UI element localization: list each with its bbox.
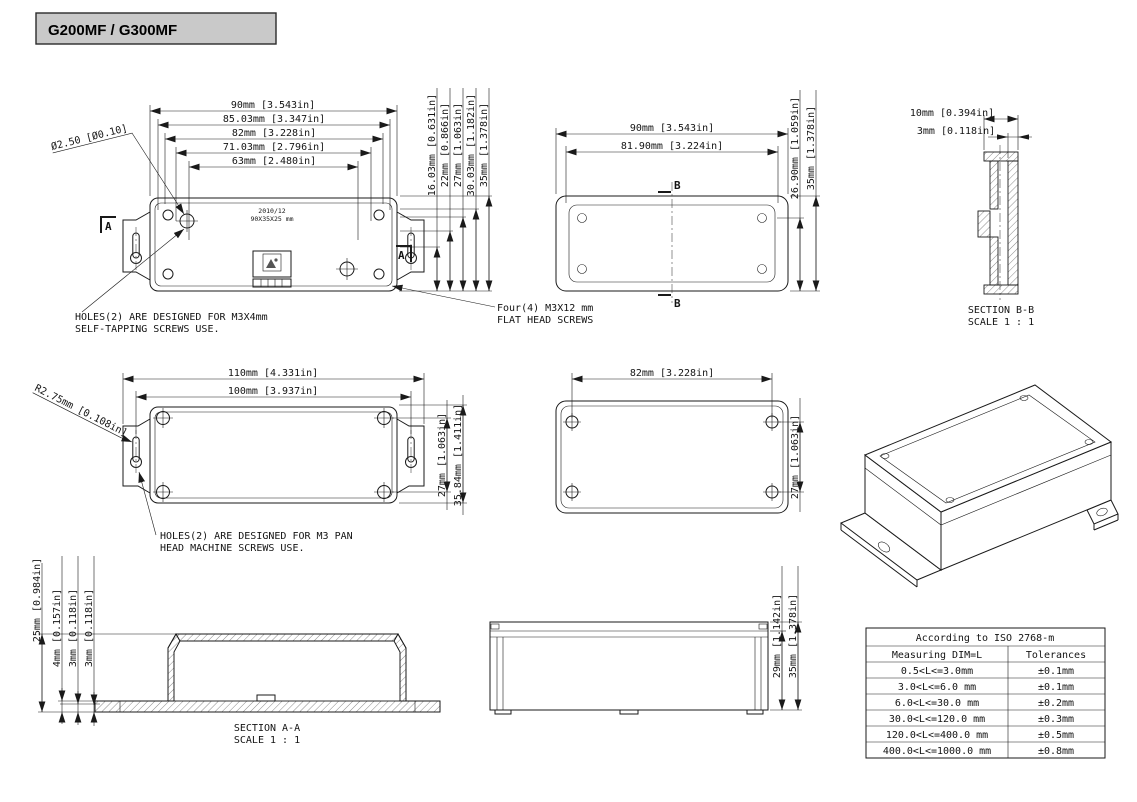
section-aa-view: 25mm [0.984in] 4mm [0.157in] 3mm [0.118i… — [32, 556, 441, 746]
section-a-label-right: A — [398, 249, 405, 262]
svg-text:30.0<L<=120.0 mm: 30.0<L<=120.0 mm — [889, 714, 985, 725]
svg-text:120.0<L<=400.0 mm: 120.0<L<=400.0 mm — [886, 730, 988, 741]
section-b-label-bottom: B — [674, 297, 681, 310]
svg-text:71.03mm [2.796in]: 71.03mm [2.796in] — [223, 142, 325, 153]
svg-text:35.84mm [1.411in]: 35.84mm [1.411in] — [453, 404, 464, 506]
svg-text:85.03mm [3.347in]: 85.03mm [3.347in] — [223, 114, 325, 125]
svg-text:81.90mm [3.224in]: 81.90mm [3.224in] — [621, 141, 723, 152]
date-stamp: 2010/12 — [258, 207, 285, 215]
front-view-geometry — [122, 197, 425, 292]
svg-text:R2.75mm [0.108in]: R2.75mm [0.108in] — [33, 383, 129, 439]
page-title: G200MF / G300MF — [48, 22, 177, 39]
top-view-geometry — [555, 182, 789, 303]
svg-text:35mm [1.378in]: 35mm [1.378in] — [479, 103, 490, 187]
table-header-measuring: Measuring DIM=L — [892, 650, 982, 661]
section-a-label-left: A — [105, 220, 112, 233]
svg-text:±0.5mm: ±0.5mm — [1038, 730, 1074, 741]
front-view-v-dims: 16.03mm [0.631in] 22mm [0.866in] 27mm [1… — [399, 88, 493, 292]
table-row: 400.0<L<=1000.0 mm ±0.8mm — [883, 746, 1074, 757]
svg-text:25mm [0.984in]: 25mm [0.984in] — [32, 558, 43, 642]
table-row: 30.0<L<=120.0 mm ±0.3mm — [889, 714, 1074, 725]
svg-text:100mm [3.937in]: 100mm [3.937in] — [228, 386, 318, 397]
bottom-view: 110mm [4.331in] 100mm [3.937in] 27mm [1.… — [32, 368, 467, 554]
svg-text:16.03mm [0.631in]: 16.03mm [0.631in] — [427, 94, 438, 196]
svg-text:4mm [0.157in]: 4mm [0.157in] — [52, 589, 63, 667]
svg-text:27mm [1.063in]: 27mm [1.063in] — [790, 415, 801, 499]
svg-text:0.5<L<=3.0mm: 0.5<L<=3.0mm — [901, 666, 973, 677]
section-a-markers: A A — [100, 216, 412, 262]
svg-text:27mm [1.063in]: 27mm [1.063in] — [453, 103, 464, 187]
section-bb-view: 10mm [0.394in] 3mm [0.118in] SECTION B-B… — [910, 108, 1034, 328]
svg-text:±0.1mm: ±0.1mm — [1038, 682, 1074, 693]
svg-text:10mm [0.394in]: 10mm [0.394in] — [910, 108, 994, 119]
isometric-view — [840, 384, 1119, 588]
svg-text:Ø2.50 [Ø0.10]: Ø2.50 [Ø0.10] — [50, 122, 129, 153]
svg-text:400.0<L<=1000.0 mm: 400.0<L<=1000.0 mm — [883, 746, 991, 757]
section-aa-caption: SECTION A-A — [234, 723, 300, 734]
svg-text:6.0<L<=30.0 mm: 6.0<L<=30.0 mm — [895, 698, 979, 709]
svg-text:3mm [0.118in]: 3mm [0.118in] — [917, 126, 995, 137]
svg-text:±0.2mm: ±0.2mm — [1038, 698, 1074, 709]
table-header-tolerances: Tolerances — [1026, 650, 1086, 661]
table-row: 0.5<L<=3.0mm ±0.1mm — [901, 666, 1074, 677]
svg-text:35mm [1.378in]: 35mm [1.378in] — [788, 594, 799, 678]
top-view-dims: 90mm [3.543in] 81.90mm [3.224in] 26.90mm… — [555, 90, 820, 292]
front-view-h-dims: 90mm [3.543in] 85.03mm [3.347in] 82mm [3… — [149, 100, 398, 240]
table-title: According to ISO 2768-m — [916, 633, 1054, 644]
note-pan-head-line1: HOLES(2) ARE DESIGNED FOR M3 PAN — [160, 531, 353, 542]
note-self-tapping-line1: HOLES(2) ARE DESIGNED FOR M3X4mm — [75, 312, 268, 323]
svg-text:3mm [0.118in]: 3mm [0.118in] — [68, 589, 79, 667]
size-stamp: 90X35X25 mm — [250, 215, 293, 223]
section-aa-geometry — [94, 633, 441, 713]
svg-text:±0.8mm: ±0.8mm — [1038, 746, 1074, 757]
base-view-dims: 82mm [3.228in] 27mm [1.063in] — [571, 368, 804, 512]
svg-text:82mm [3.228in]: 82mm [3.228in] — [630, 368, 714, 379]
section-b-markers: B B — [658, 179, 681, 310]
svg-text:±0.1mm: ±0.1mm — [1038, 666, 1074, 677]
svg-text:30.03mm [1.182in]: 30.03mm [1.182in] — [466, 94, 477, 196]
section-aa-dims: 25mm [0.984in] 4mm [0.157in] 3mm [0.118i… — [32, 556, 176, 726]
svg-text:82mm [3.228in]: 82mm [3.228in] — [232, 128, 316, 139]
svg-text:90mm [3.543in]: 90mm [3.543in] — [231, 100, 315, 111]
svg-text:63mm [2.480in]: 63mm [2.480in] — [232, 156, 316, 167]
top-view: B B 90mm [3.543in] 81.90mm [3.224in] 26.… — [555, 90, 820, 310]
title-block: G200MF / G300MF — [35, 12, 277, 45]
svg-text:22mm [0.866in]: 22mm [0.866in] — [440, 103, 451, 187]
note-pan-head-line2: HEAD MACHINE SCREWS USE. — [160, 543, 305, 554]
front-view: 2010/12 90X35X25 mm A A Ø2.50 [Ø0.10] 90… — [50, 88, 593, 335]
table-row: 120.0<L<=400.0 mm ±0.5mm — [886, 730, 1074, 741]
bottom-view-dims: 110mm [4.331in] 100mm [3.937in] 27mm [1.… — [122, 368, 467, 515]
svg-text:35mm [1.378in]: 35mm [1.378in] — [806, 106, 817, 190]
isometric-geometry — [840, 384, 1119, 588]
section-aa-scale: SCALE 1 : 1 — [234, 735, 300, 746]
section-bb-geometry — [977, 145, 1019, 300]
hole-diameter-callout: Ø2.50 [Ø0.10] — [50, 122, 133, 154]
svg-text:3mm [0.118in]: 3mm [0.118in] — [84, 589, 95, 667]
svg-text:90mm [3.543in]: 90mm [3.543in] — [630, 123, 714, 134]
section-b-label-top: B — [674, 179, 681, 192]
svg-text:27mm [1.063in]: 27mm [1.063in] — [437, 413, 448, 497]
svg-text:29mm [1.142in]: 29mm [1.142in] — [772, 594, 783, 678]
section-bb-dims: 10mm [0.394in] 3mm [0.118in] — [910, 108, 1032, 158]
section-bb-caption: SECTION B-B — [968, 305, 1034, 316]
note-flathead-line1: Four(4) M3X12 mm — [497, 303, 593, 314]
note-flathead-line2: FLAT HEAD SCREWS — [497, 315, 593, 326]
base-view: 82mm [3.228in] 27mm [1.063in] — [555, 368, 804, 514]
table-row: 3.0<L<=6.0 mm ±0.1mm — [898, 682, 1074, 693]
svg-text:26.90mm [1.059in]: 26.90mm [1.059in] — [790, 97, 801, 199]
radius-callout: R2.75mm [0.108in] — [32, 383, 129, 439]
base-view-geometry — [555, 400, 789, 514]
tolerance-table: According to ISO 2768-m Measuring DIM=L … — [865, 627, 1106, 759]
svg-text:110mm [4.331in]: 110mm [4.331in] — [228, 368, 318, 379]
side-view-dims: 29mm [1.142in] 35mm [1.378in] — [770, 566, 802, 711]
svg-text:±0.3mm: ±0.3mm — [1038, 714, 1074, 725]
side-view: 29mm [1.142in] 35mm [1.378in] — [489, 566, 802, 715]
note-self-tapping-line2: SELF-TAPPING SCREWS USE. — [75, 324, 220, 335]
table-row: 6.0<L<=30.0 mm ±0.2mm — [895, 698, 1074, 709]
side-view-geometry — [489, 621, 769, 715]
section-bb-scale: SCALE 1 : 1 — [968, 317, 1034, 328]
svg-text:3.0<L<=6.0 mm: 3.0<L<=6.0 mm — [898, 682, 976, 693]
bottom-view-geometry — [122, 406, 425, 504]
